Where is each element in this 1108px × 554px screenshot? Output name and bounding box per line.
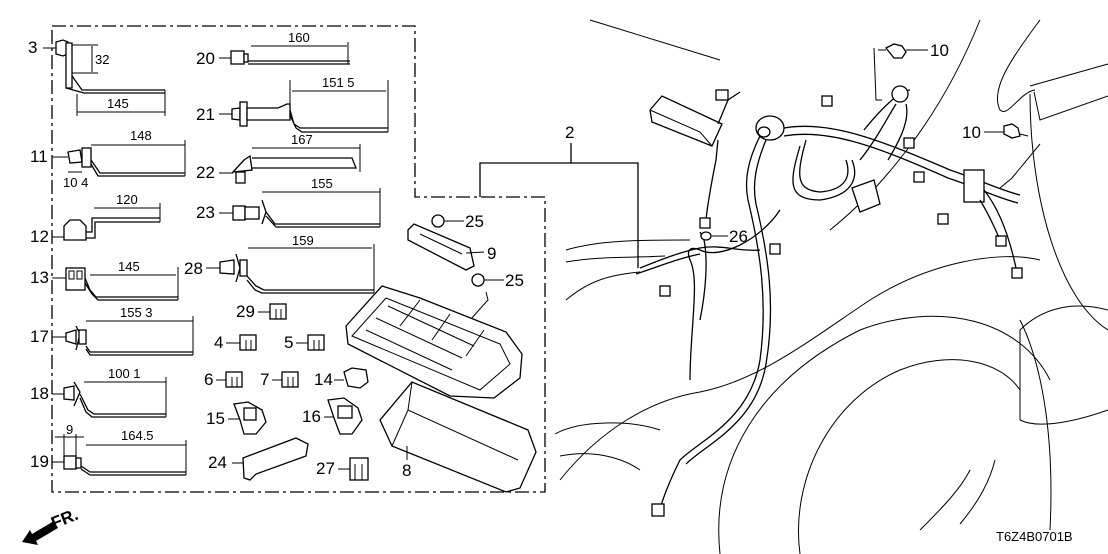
part-23[interactable]: 23 155 [196,176,381,228]
bolt-10-lower[interactable]: 10 [962,123,1041,189]
part-20[interactable]: 20 160 [196,30,350,68]
dim-22-length: 167 [291,132,313,147]
callout-13: 13 [30,268,49,287]
parts-group-frame [51,25,546,493]
front-direction-indicator: FR. [22,505,81,545]
callout-6: 6 [204,370,213,389]
cover-24[interactable]: 24 [208,437,309,481]
callout-17: 17 [30,327,49,346]
callout-16: 16 [302,407,321,426]
callout-21: 21 [196,105,215,124]
part-28[interactable]: 28 159 [184,233,375,294]
wire-harness-2[interactable] [635,85,1023,517]
dim-11-length: 148 [130,128,152,143]
bolt-10-upper[interactable]: 10 [873,41,949,101]
callout-14: 14 [314,370,333,389]
part-22[interactable]: 22 167 [196,132,361,184]
callout-23: 23 [196,203,215,222]
callout-22: 22 [196,163,215,182]
dim-20-length: 160 [288,30,310,45]
callout-3: 3 [28,38,37,57]
relay-27[interactable]: 27 [316,457,369,481]
callout-18: 18 [30,384,49,403]
callout-9: 9 [487,244,496,263]
part-3[interactable]: 3 32 145 [28,38,166,116]
fuse-6[interactable]: 6 [204,370,243,389]
arrow-front-icon [22,521,58,545]
callout-10-lower: 10 [962,123,981,142]
part-12[interactable]: 12 120 [30,192,161,246]
part-17[interactable]: 17 155 3 [30,305,194,356]
callout-10-upper: 10 [930,41,949,60]
part-11[interactable]: 11 148 10 4 [30,128,186,190]
part-19[interactable]: 19 9 164.5 [30,422,187,476]
callout-8: 8 [402,461,411,480]
fuse-box[interactable] [345,285,523,399]
relay-14[interactable]: 14 [314,367,369,389]
dim-3-length: 145 [107,96,129,111]
fuse-4[interactable]: 4 [214,333,257,352]
callout-26: 26 [729,227,748,246]
diagram-code: T6Z4B0701B [996,529,1073,544]
dim-18-length: 100 1 [108,366,141,381]
callout-7: 7 [260,370,269,389]
fuse-5[interactable]: 5 [284,333,325,352]
callout-11: 11 [30,147,48,166]
dim-19-length: 164.5 [121,428,154,443]
harness-bracket: 2 [479,123,639,268]
dim-3-height: 32 [95,52,109,67]
callout-28: 28 [184,259,203,278]
callout-5: 5 [284,333,293,352]
callout-2: 2 [565,123,574,142]
dim-17-length: 155 3 [120,305,153,320]
callout-15: 15 [206,409,225,428]
dim-23-length: 155 [311,176,333,191]
relay-16[interactable]: 16 [302,397,363,435]
fuse-box-cover-8[interactable]: 8 [379,381,537,493]
dim-13-length: 145 [118,259,140,274]
part-13[interactable]: 13 145 [30,259,179,301]
bracket-9[interactable]: 9 [407,223,496,271]
dim-28-length: 159 [292,233,314,248]
vehicle-body-outline [554,19,1108,554]
part-21[interactable]: 21 151 5 [196,75,389,133]
dim-21-length: 151 5 [322,75,355,90]
fuse-29[interactable]: 29 [236,302,287,321]
callout-19: 19 [30,452,49,471]
nut-25-upper[interactable]: 25 [431,212,484,231]
clip-26[interactable]: 26 [700,227,748,246]
dim-19-small: 9 [66,422,73,437]
callout-25-lower: 25 [505,271,524,290]
callout-24: 24 [208,453,227,472]
callout-12: 12 [30,227,49,246]
dim-12-length: 120 [116,192,138,207]
callout-4: 4 [214,333,223,352]
callout-29: 29 [236,302,255,321]
dim-11-small: 10 4 [63,175,88,190]
relay-15[interactable]: 15 [206,401,267,435]
direction-label: FR. [48,505,81,533]
callout-27: 27 [316,459,335,478]
fuse-7[interactable]: 7 [260,370,299,389]
callout-25-upper: 25 [465,212,484,231]
nut-25-lower[interactable]: 25 [469,271,524,321]
callout-20: 20 [196,49,215,68]
part-18[interactable]: 18 100 1 [30,366,167,418]
